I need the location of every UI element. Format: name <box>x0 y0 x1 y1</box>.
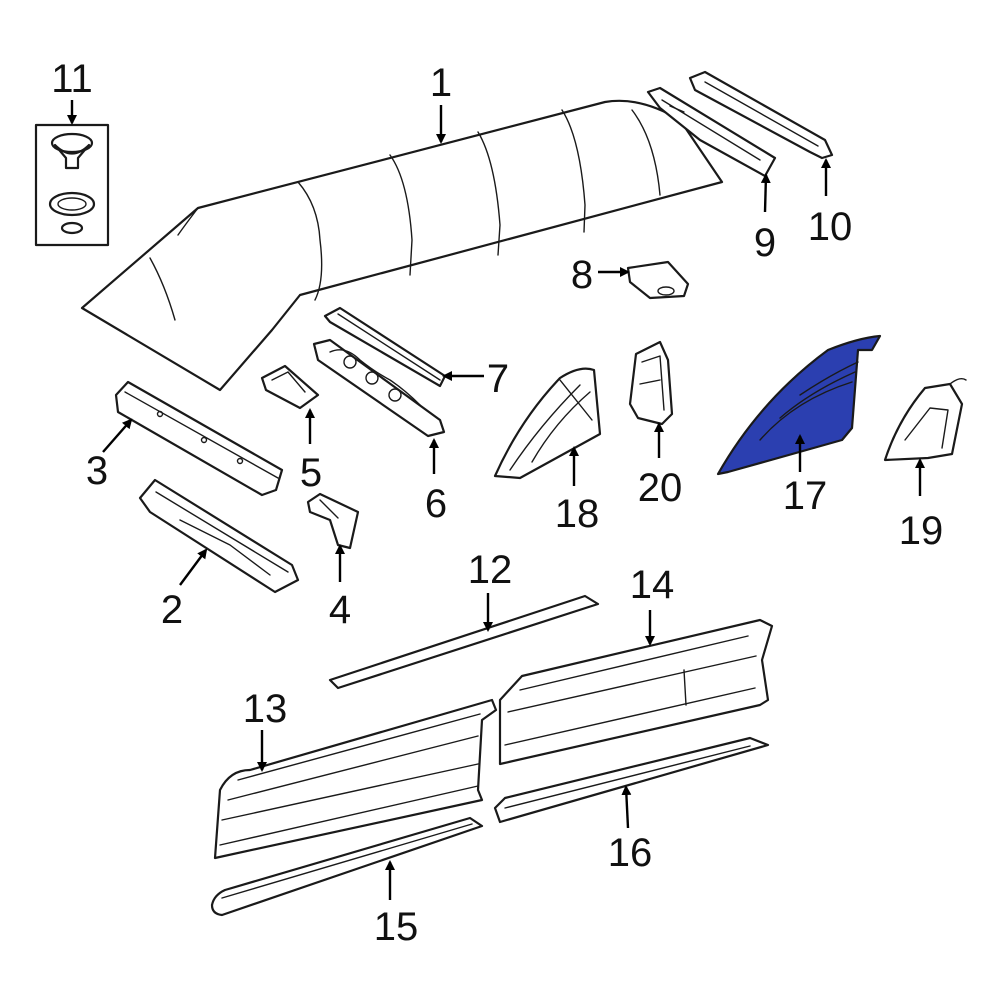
callout-4: 4 <box>329 588 351 632</box>
part-19-pillar-inner[interactable] <box>883 377 967 462</box>
part-7-roof-rail[interactable] <box>323 306 447 388</box>
callout-11: 11 <box>51 57 93 101</box>
callout-2: 2 <box>161 588 183 632</box>
part-15-lower-molding[interactable] <box>210 816 484 917</box>
part-14-rear-side-panel[interactable] <box>498 618 774 766</box>
part-3-front-header[interactable] <box>114 380 284 497</box>
leader-lines <box>67 100 925 900</box>
callout-10: 10 <box>808 205 853 249</box>
callout-20: 20 <box>638 466 683 510</box>
part-2-windshield-header[interactable] <box>138 478 300 594</box>
callout-labels: 11 1 9 10 8 7 3 5 6 18 20 17 19 2 4 12 1… <box>51 57 943 949</box>
callout-16: 16 <box>608 831 653 875</box>
callout-5: 5 <box>300 451 322 495</box>
callout-13: 13 <box>243 687 288 731</box>
part-12-drip-molding[interactable] <box>328 594 600 690</box>
callout-15: 15 <box>374 905 419 949</box>
part-18-quarter-inner[interactable] <box>493 367 602 480</box>
callout-12: 12 <box>468 548 513 592</box>
part-11-grommet-set[interactable] <box>34 123 110 247</box>
part-16-rear-lower-molding[interactable] <box>493 736 770 824</box>
part-10-rear-header[interactable] <box>688 70 834 160</box>
callout-7: 7 <box>487 357 509 401</box>
callout-1: 1 <box>430 61 452 105</box>
part-6-roof-bow[interactable] <box>312 338 446 438</box>
callout-14: 14 <box>630 563 675 607</box>
part-13-front-side-panel[interactable] <box>213 698 498 860</box>
callout-18: 18 <box>555 492 600 536</box>
callout-6: 6 <box>425 482 447 526</box>
part-5-pad[interactable] <box>260 364 320 410</box>
part-20-pillar-reinforcement[interactable] <box>628 340 674 426</box>
callout-17: 17 <box>783 474 828 518</box>
part-4-corner-bracket[interactable] <box>306 492 360 550</box>
callout-19: 19 <box>899 509 944 553</box>
callout-3: 3 <box>86 449 108 493</box>
callout-9: 9 <box>754 221 776 265</box>
part-17-quarter-panel[interactable] <box>716 334 882 476</box>
callout-8: 8 <box>571 253 593 297</box>
part-1-roof-panel[interactable] <box>80 99 724 392</box>
part-8-bracket[interactable] <box>626 260 690 300</box>
